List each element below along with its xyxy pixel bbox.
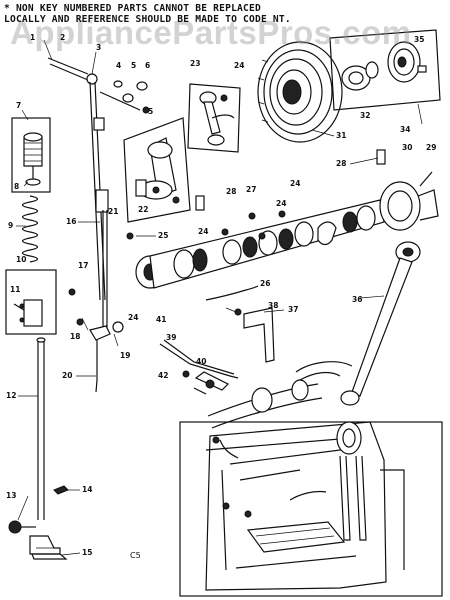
callout-18: 18 bbox=[70, 332, 81, 341]
callout-29: 29 bbox=[426, 143, 437, 152]
callout-31: 31 bbox=[336, 131, 347, 140]
tension-assembly-box bbox=[11, 117, 51, 193]
lever-assembly bbox=[159, 339, 239, 395]
screw-25 bbox=[126, 232, 134, 240]
gear-box bbox=[329, 29, 441, 111]
callout-25: 25 bbox=[158, 231, 169, 240]
callout-24a: 24 bbox=[234, 61, 245, 70]
callout-8: 8 bbox=[14, 182, 20, 191]
lower-shaft bbox=[207, 361, 353, 429]
callout-10: 10 bbox=[16, 255, 27, 264]
handwheel bbox=[257, 41, 343, 143]
connecting-rod bbox=[340, 241, 421, 406]
callout-13: 13 bbox=[6, 491, 17, 500]
callout-27: 27 bbox=[246, 185, 257, 194]
parts-note-line-2: LOCALLY AND REFERENCE SHOULD BE MADE TO … bbox=[4, 14, 291, 25]
callout-35: 35 bbox=[414, 35, 425, 44]
callout-21: 21 bbox=[108, 207, 119, 216]
callout-3: 3 bbox=[96, 43, 102, 52]
callout-39: 39 bbox=[166, 333, 177, 342]
callout-28a: 28 bbox=[226, 187, 237, 196]
callout-24c: 24 bbox=[198, 227, 209, 236]
callout-23: 23 bbox=[190, 59, 201, 68]
bushing-28-right bbox=[376, 149, 386, 165]
screw-27b bbox=[258, 232, 266, 240]
bushing-28-left bbox=[195, 195, 205, 211]
screw-17 bbox=[68, 288, 76, 296]
watermark: AppliancePartsPros.com bbox=[10, 14, 412, 51]
arm-shaft bbox=[135, 199, 385, 289]
callout-2: 2 bbox=[60, 33, 66, 42]
screw-24c bbox=[221, 228, 229, 236]
thread-cutter bbox=[53, 485, 69, 495]
parts-note-line-1: * NON KEY NUMBERED PARTS CANNOT BE REPLA… bbox=[4, 3, 261, 14]
callout-4: 4 bbox=[116, 61, 122, 70]
callout-38: 38 bbox=[268, 301, 279, 310]
take-up-lever-box bbox=[123, 117, 191, 223]
callout-34: 34 bbox=[400, 125, 411, 134]
callout-36: 36 bbox=[352, 295, 363, 304]
callout-6: 6 bbox=[145, 61, 151, 70]
clutch-washer bbox=[341, 61, 379, 91]
callout-14: 14 bbox=[82, 485, 93, 494]
callout-5a: 5 bbox=[131, 61, 137, 70]
presser-bar-spring bbox=[21, 195, 39, 263]
callout-16: 16 bbox=[66, 217, 77, 226]
callout-40: 40 bbox=[196, 357, 207, 366]
needle-bar bbox=[89, 210, 124, 393]
presser-bar bbox=[36, 337, 46, 520]
callout-22: 22 bbox=[138, 205, 149, 214]
callout-42: 42 bbox=[158, 371, 169, 380]
screw-24d bbox=[278, 210, 286, 218]
thread-take-up-rod bbox=[47, 57, 109, 301]
callout-20: 20 bbox=[62, 371, 73, 380]
wire-26 bbox=[205, 285, 259, 301]
callout-9: 9 bbox=[8, 221, 14, 230]
callout-24d: 24 bbox=[276, 199, 287, 208]
presser-bar-guide-box bbox=[5, 269, 57, 335]
callout-37: 37 bbox=[288, 305, 299, 314]
bracket-37 bbox=[234, 307, 275, 363]
screw-18 bbox=[76, 318, 84, 326]
callout-26: 26 bbox=[260, 279, 271, 288]
callout-5b: 5 bbox=[148, 107, 154, 116]
callout-24e: 24 bbox=[128, 313, 139, 322]
thread-guide-parts bbox=[99, 80, 150, 114]
callout-1: 1 bbox=[30, 33, 36, 42]
diagram-code: C5 bbox=[130, 551, 141, 560]
callout-11: 11 bbox=[10, 285, 21, 294]
callout-30: 30 bbox=[402, 143, 413, 152]
callout-17: 17 bbox=[78, 261, 89, 270]
callout-41: 41 bbox=[156, 315, 167, 324]
presser-foot-screw bbox=[8, 520, 36, 534]
machine-inset bbox=[179, 421, 443, 597]
callout-19: 19 bbox=[120, 351, 131, 360]
callout-32: 32 bbox=[360, 111, 371, 120]
screw-27a bbox=[248, 212, 256, 220]
callout-24b: 24 bbox=[290, 179, 301, 188]
callout-15: 15 bbox=[82, 548, 93, 557]
callout-7: 7 bbox=[16, 101, 22, 110]
leader-lines bbox=[16, 39, 423, 556]
bevel-housing bbox=[379, 171, 439, 231]
callout-12: 12 bbox=[6, 391, 17, 400]
callout-28b: 28 bbox=[336, 159, 347, 168]
presser-foot bbox=[29, 535, 68, 560]
crank-box bbox=[187, 83, 241, 153]
